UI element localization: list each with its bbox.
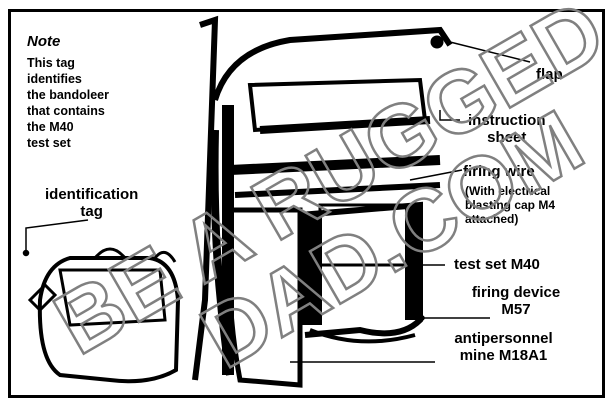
label-line: antipersonnel (454, 330, 553, 347)
note-title: Note (27, 33, 61, 50)
label-line: mine M18A1 (459, 347, 548, 364)
label-line: (With electrical (465, 184, 551, 198)
note-line: the M40 (27, 120, 74, 134)
label-identification-tag: identification tag (45, 186, 138, 220)
note-line: that contains (27, 104, 105, 118)
note-line: test set (27, 136, 71, 150)
shading (222, 105, 419, 375)
leader-lines (290, 41, 531, 363)
label-line: tag (80, 203, 103, 220)
note-line: the bandoleer (27, 88, 109, 102)
label-firing-wire: firing wire (463, 163, 535, 180)
label-line: instruction (468, 112, 546, 129)
label-line: blasting cap M4 (465, 198, 556, 212)
label-flap: flap (536, 66, 563, 83)
label-firing-device: firing device M57 (461, 284, 571, 318)
label-line: sheet (487, 129, 527, 146)
leader-identification-tag (22, 219, 89, 257)
label-line: attached) (465, 212, 519, 226)
label-mine: antipersonnel mine M18A1 (441, 330, 566, 364)
label-line: M57 (501, 301, 531, 318)
label-test-set: test set M40 (454, 256, 540, 273)
note-line: identifies (27, 72, 82, 86)
note-line: This tag (27, 56, 75, 70)
label-line: firing device (471, 284, 561, 301)
note-body: This tag identifies the bandoleer that c… (27, 55, 109, 151)
small-bag-illustration (27, 247, 181, 384)
label-firing-wire-note: (With electrical blasting cap M4 attache… (465, 184, 555, 226)
label-line: identification (45, 186, 139, 203)
label-instruction-sheet: instruction sheet (468, 112, 546, 146)
